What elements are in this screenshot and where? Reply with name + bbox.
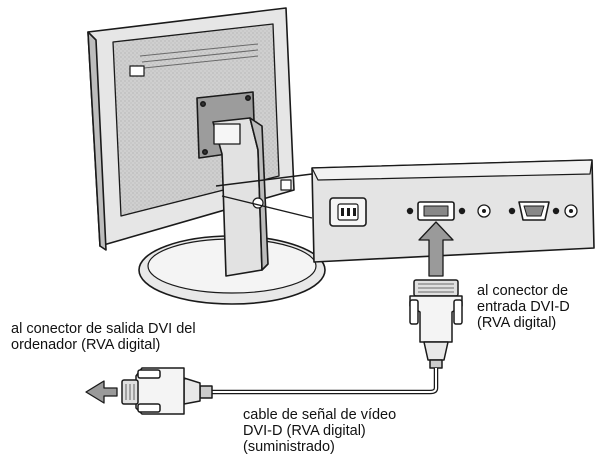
label-cable: cable de señal de vídeo DVI-D (RVA digit… [243, 407, 396, 455]
label-line: (suministrado) [243, 439, 335, 455]
label-line: al conector de [477, 283, 569, 299]
connector-panel [311, 159, 595, 263]
arrow-up-icon [418, 221, 454, 277]
label-line: al conector de salida DVI del [11, 321, 196, 337]
vent-slots [139, 43, 259, 69]
monitor-rear [87, 7, 326, 305]
label-output-connector: al conector de salida DVI del ordenador … [11, 321, 196, 353]
dvi-plug-monitor-end [409, 279, 463, 369]
dvi-plug-computer-end [121, 367, 213, 415]
label-input-connector: al conector de entrada DVI-D (RVA digita… [477, 283, 570, 331]
dvi-d-input-port [406, 201, 491, 221]
ac-power-inlet [329, 197, 367, 227]
label-line: entrada DVI-D [477, 299, 570, 315]
dvi-cable [212, 368, 439, 395]
arrow-left-icon [85, 380, 118, 404]
label-line: cable de señal de vídeo [243, 407, 397, 423]
analog-input-port [508, 201, 578, 221]
label-line: (RVA digital) [477, 315, 557, 331]
label-line: DVI-D (RVA digital) [243, 423, 366, 439]
label-line: ordenador (RVA digital) [11, 337, 161, 353]
zoom-callout [215, 173, 313, 219]
